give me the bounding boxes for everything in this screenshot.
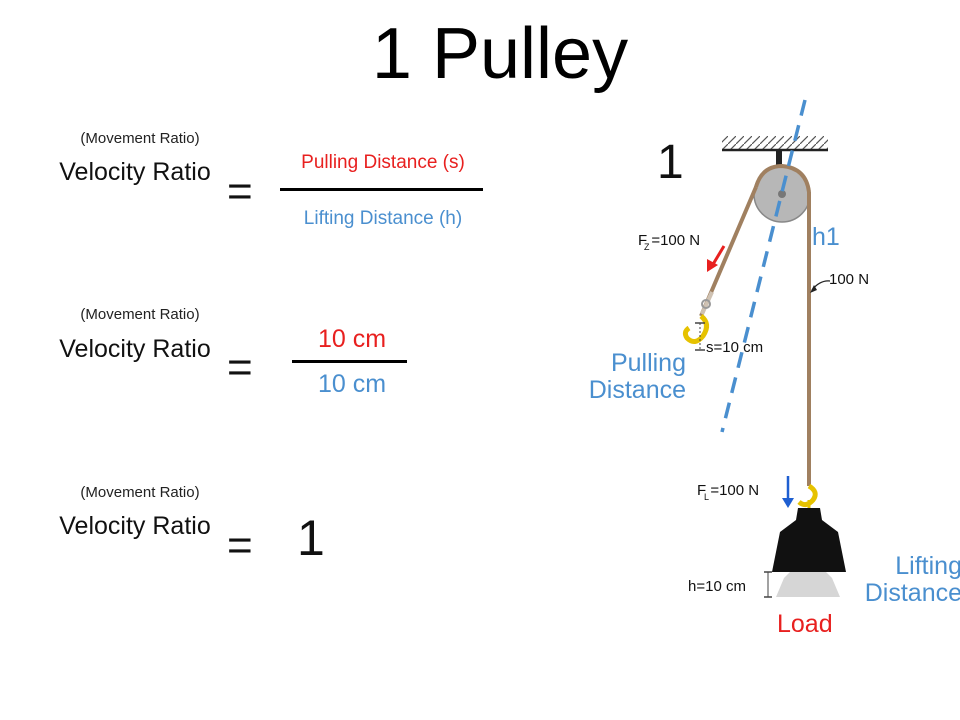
fraction-line-1	[280, 188, 483, 191]
lifting-distance-label: Lifting Distance	[864, 552, 960, 607]
h1-label: h1	[812, 223, 840, 251]
movement-ratio-label-3: (Movement Ratio)	[80, 484, 200, 501]
rope-ghost	[700, 291, 714, 315]
velocity-ratio-label-1: Velocity Ratio	[59, 158, 211, 186]
pull-force-arrow	[710, 245, 726, 267]
load-label: Load	[777, 610, 833, 638]
load-force-label: F =100 N	[697, 482, 759, 499]
svg-text:L: L	[704, 492, 709, 502]
pulling-distance-label: Pulling Distance	[588, 349, 686, 404]
load-weight	[772, 508, 846, 572]
ceiling-hatch	[722, 136, 828, 149]
pull-hook	[682, 314, 709, 344]
svg-text:Z: Z	[644, 242, 650, 252]
rope-over-wheel	[754, 163, 811, 193]
pull-ring	[701, 299, 711, 309]
fraction-line-2	[292, 360, 407, 363]
equals-sign-1: =	[227, 167, 253, 216]
load-hook	[797, 483, 818, 508]
rope-tension-label: 100 N	[829, 271, 869, 288]
velocity-ratio-label-2: Velocity Ratio	[59, 335, 211, 363]
numerator-pulling-distance: Pulling Distance (s)	[301, 152, 465, 173]
denominator-value: 10 cm	[317, 370, 387, 398]
pull-distance-label: s=10 cm	[706, 339, 763, 356]
equals-sign-3: =	[227, 521, 253, 570]
pulley-axle	[778, 190, 786, 198]
pulley-count-label: 1	[657, 136, 684, 189]
load-ghost	[776, 572, 840, 597]
pull-force-label: F =100 N	[638, 232, 700, 249]
result-value: 1	[297, 510, 325, 566]
page-title: 1 Pulley	[371, 14, 629, 94]
dashed-reference-line	[720, 99, 807, 433]
velocity-ratio-label-3: Velocity Ratio	[59, 512, 211, 540]
movement-ratio-label-1: (Movement Ratio)	[80, 130, 200, 147]
movement-ratio-label-2: (Movement Ratio)	[80, 306, 200, 323]
equals-sign-2: =	[227, 343, 253, 392]
numerator-value: 10 cm	[317, 325, 387, 353]
lift-distance-label: h=10 cm	[688, 578, 746, 595]
denominator-lifting-distance: Lifting Distance (h)	[303, 208, 463, 229]
